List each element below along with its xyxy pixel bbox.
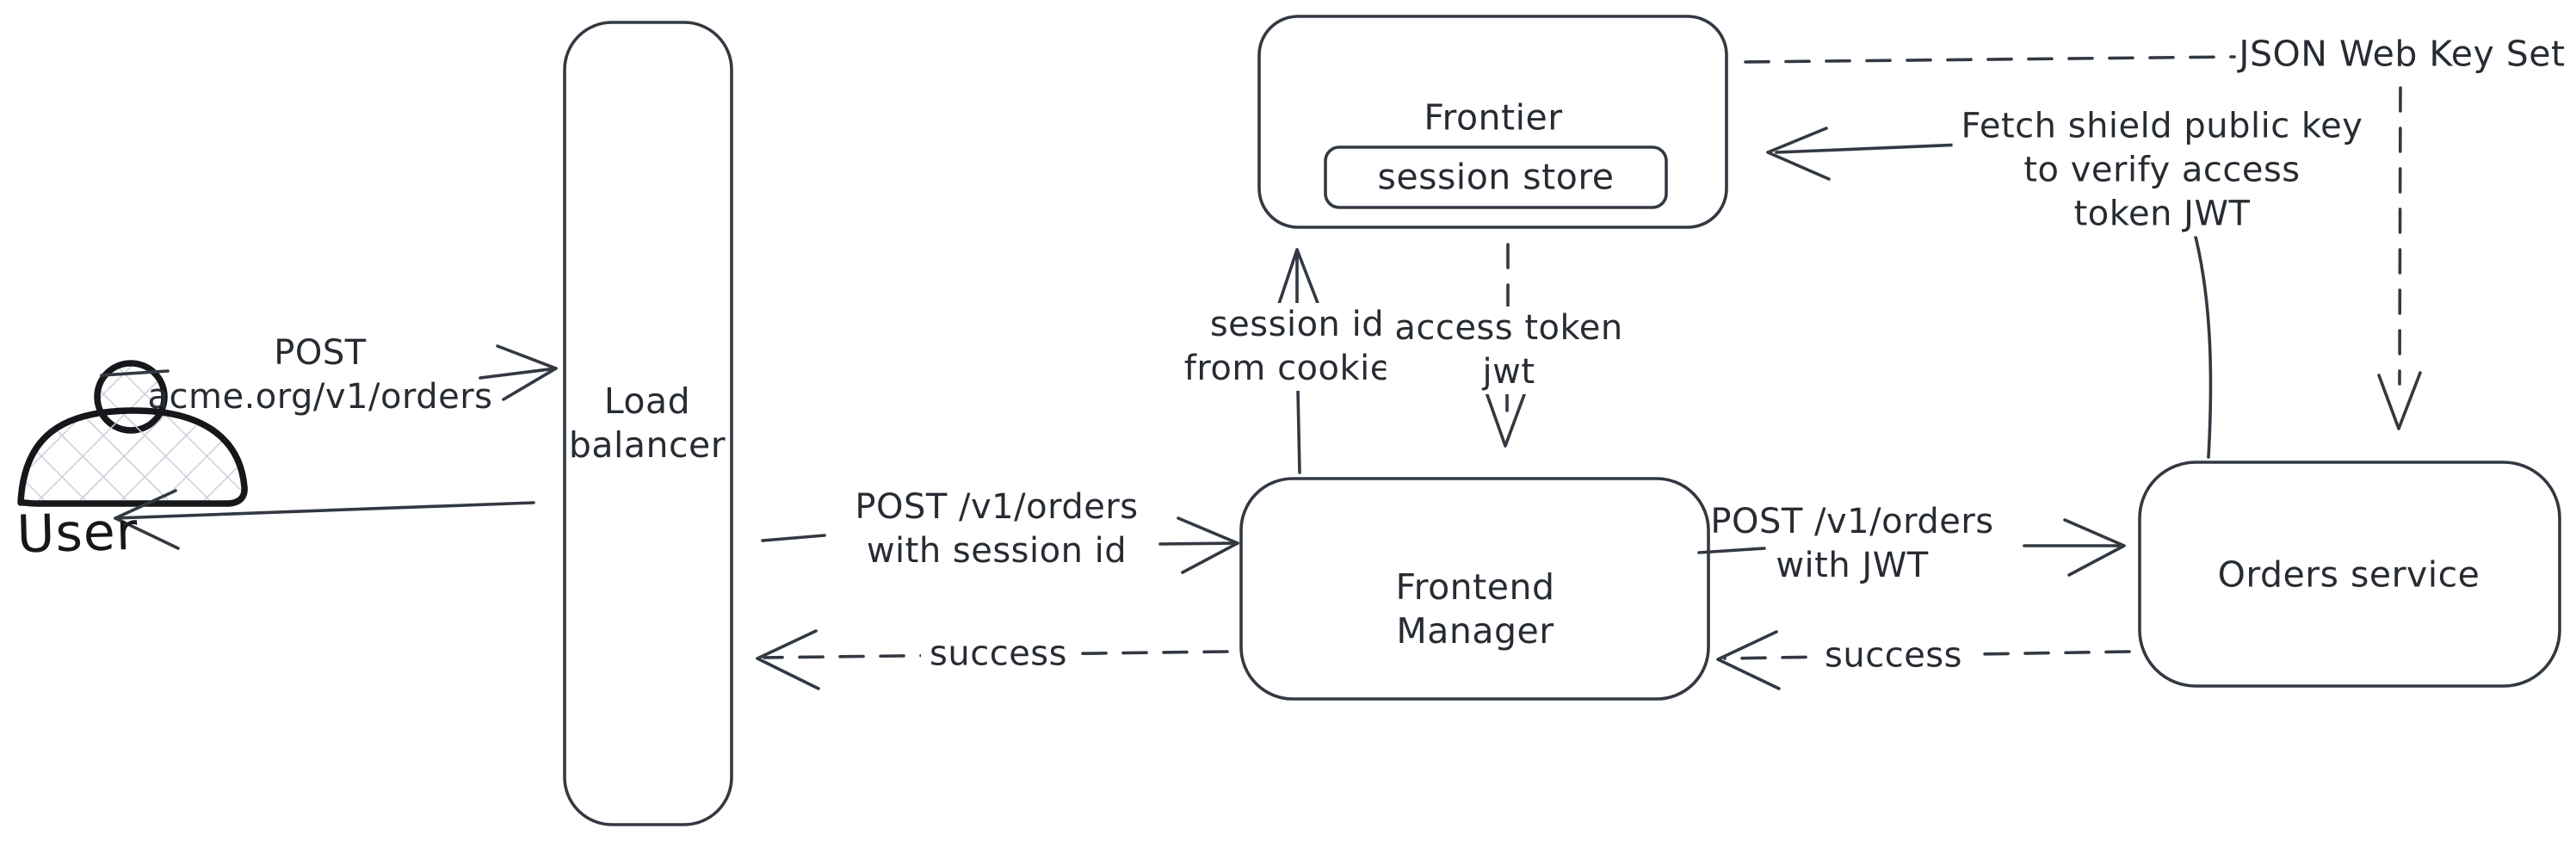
arrow-shaft — [1744, 55, 2236, 64]
frontier-node-label: Frontier — [1424, 96, 1562, 140]
arrowhead-down-icon — [1485, 388, 1528, 448]
orders-service-node-label: Orders service — [2218, 553, 2480, 597]
arrow-stub — [100, 369, 170, 377]
arrow-frontend-manager-to-frontier — [1276, 248, 1319, 474]
arrow-frontend-manager-to-orders-service — [1697, 518, 2126, 577]
arrowhead-left-icon — [1716, 630, 1781, 690]
label-line: Orders service — [2217, 553, 2480, 596]
label-line: token JWT — [2073, 194, 2251, 234]
label-line: access token — [1394, 308, 1623, 348]
arrow-load-balancer-to-user — [114, 489, 535, 550]
jwks-node-label: JSON Web Key Set — [2239, 33, 2565, 77]
label-line: with session id — [866, 531, 1127, 571]
user-node-label: User — [15, 501, 139, 566]
session-store-box — [1324, 145, 1668, 209]
arrowhead-down-icon — [2377, 371, 2422, 430]
label-line: POST — [274, 333, 367, 373]
label-line: success — [930, 634, 1067, 674]
label-line: POST /v1/orders — [855, 487, 1139, 527]
arrow-label-success-left: success — [921, 632, 1076, 677]
line-frontier-to-jwks — [1744, 55, 2236, 64]
arrow-shaft — [1505, 243, 1510, 412]
arrow-user-to-load-balancer — [100, 344, 558, 401]
frontend-manager-box — [1239, 477, 1710, 701]
label-line: Manager — [1396, 610, 1554, 652]
label-line: jwt — [1482, 352, 1535, 392]
arrow-shaft — [1158, 541, 1239, 546]
label-line: balancer — [568, 424, 726, 466]
arrowhead-left-icon — [1766, 127, 1831, 181]
label-line: session id — [1209, 305, 1385, 344]
label-line: Frontier — [1424, 96, 1563, 139]
arrow-curve — [2192, 228, 2213, 459]
user-icon — [17, 360, 248, 507]
arrowhead-left-icon — [756, 629, 820, 690]
label-line: success — [1825, 635, 1962, 676]
arrowhead-left-icon — [114, 489, 180, 550]
label-line: Fetch shield public key — [1961, 106, 2363, 146]
arrow-shaft — [479, 367, 558, 380]
label-line: from cookies — [1183, 349, 1411, 388]
label-line: POST /v1/orders — [1710, 502, 1994, 541]
arrow-stub — [1697, 547, 1766, 554]
arrow-label-success-right: success — [1816, 634, 1971, 678]
label-line: acme.org/v1/orders — [147, 377, 493, 417]
label-line: Frontend — [1395, 566, 1555, 608]
arrow-frontier-to-frontend-manager — [1485, 243, 1528, 448]
arrowhead-right-icon — [1177, 516, 1239, 574]
arrow-label-post-with-jwt: POST /v1/orders with JWT — [1710, 500, 1993, 588]
arrow-stub — [761, 534, 826, 542]
arrow-label-post-with-session-id: POST /v1/orders with session id — [855, 485, 1138, 573]
arrow-shaft — [763, 650, 1229, 659]
arrow-label-post-acme-orders: POST acme.org/v1/orders — [148, 331, 493, 419]
load-balancer-box — [563, 21, 733, 826]
frontend-manager-node-label: Frontend Manager — [1396, 566, 1555, 653]
arrow-frontend-manager-to-load-balancer — [756, 629, 1229, 690]
arrow-shaft — [1295, 253, 1301, 474]
user-icon-body — [17, 407, 248, 507]
label-line: JSON Web Key Set — [2239, 33, 2566, 75]
load-balancer-node-label: Load balancer — [569, 380, 726, 467]
arrow-shaft — [114, 501, 535, 520]
arrowhead-right-icon — [496, 344, 558, 401]
arrowhead-up-icon — [1276, 248, 1319, 308]
arrow-jwks-to-orders-service — [2377, 86, 2422, 430]
orders-service-box — [2138, 461, 2561, 688]
label-line: Load — [603, 380, 691, 422]
arrow-label-session-id-from-cookies: session id from cookies — [1175, 303, 1419, 391]
arrow-label-access-token-jwt: access token jwt — [1386, 306, 1632, 394]
session-store-node-label: session store — [1377, 156, 1614, 200]
label-line: User — [15, 501, 139, 566]
arrow-load-balancer-to-frontend-manager — [761, 516, 1239, 574]
label-line: to verify access — [2023, 150, 2301, 190]
label-line: session store — [1377, 156, 1615, 198]
arrow-label-fetch-shield-public-key: Fetch shield public key to verify access… — [1952, 104, 2372, 237]
arrowhead-right-icon — [2063, 518, 2126, 577]
label-line: with JWT — [1776, 546, 1929, 585]
